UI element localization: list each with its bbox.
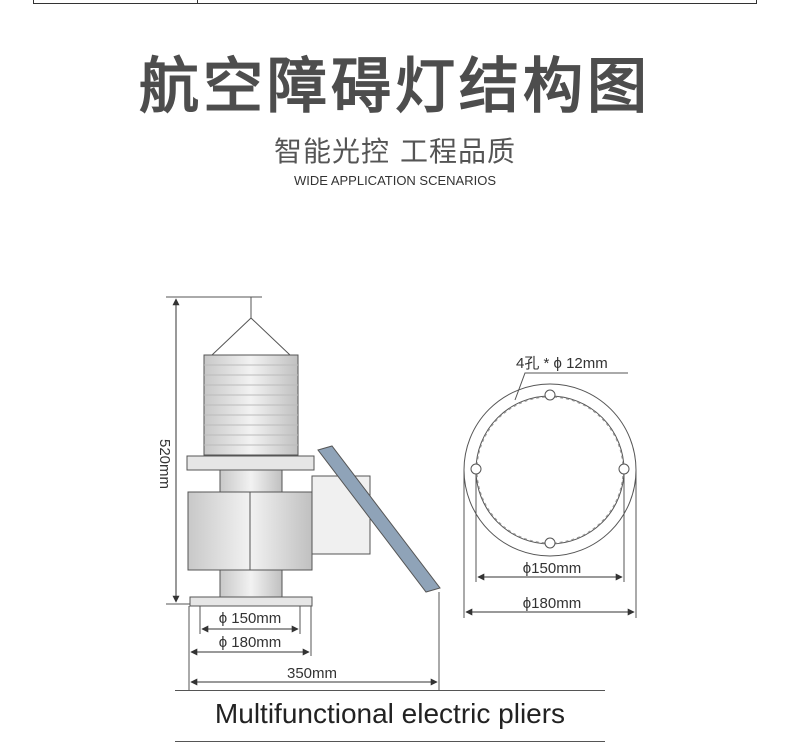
dia150-label: ϕ 150mm (219, 610, 282, 627)
mount-hole-left (470, 463, 482, 475)
caption-bottom-rule (175, 741, 605, 742)
top-frame-divider (197, 0, 198, 4)
inner-ring (475, 395, 625, 545)
page-title: 航空障碍灯结构图 (139, 52, 651, 122)
holes-label: 4孔 * ϕ 12mm (516, 355, 608, 372)
holes-leader-line (514, 372, 628, 401)
side-view (166, 296, 441, 690)
base-plate (189, 596, 313, 607)
subtitle: 智能光控 工程品质 (274, 135, 516, 168)
lamp-lens (203, 354, 299, 456)
dia180-label: ϕ 180mm (219, 634, 282, 651)
right-dia150-label: ϕ150mm (523, 560, 581, 577)
solar-panel (317, 445, 441, 593)
right-dia180-label: ϕ180mm (523, 595, 581, 612)
width-label: 350mm (287, 665, 337, 682)
top-view (463, 372, 637, 618)
lamp-neck (219, 469, 283, 493)
top-frame (33, 0, 757, 4)
mount-hole-right (618, 463, 630, 475)
mount-hole-bottom (544, 537, 556, 549)
caption: Multifunctional electric pliers (214, 698, 566, 729)
subtitle-english: WIDE APPLICATION SCENARIOS (293, 173, 497, 188)
lamp-lower-neck (219, 569, 283, 598)
lamp-cap (210, 317, 292, 356)
lamp-flange (186, 455, 315, 471)
mount-hole-top (544, 389, 556, 401)
height-label: 520mm (156, 439, 173, 489)
caption-top-rule (175, 690, 605, 691)
